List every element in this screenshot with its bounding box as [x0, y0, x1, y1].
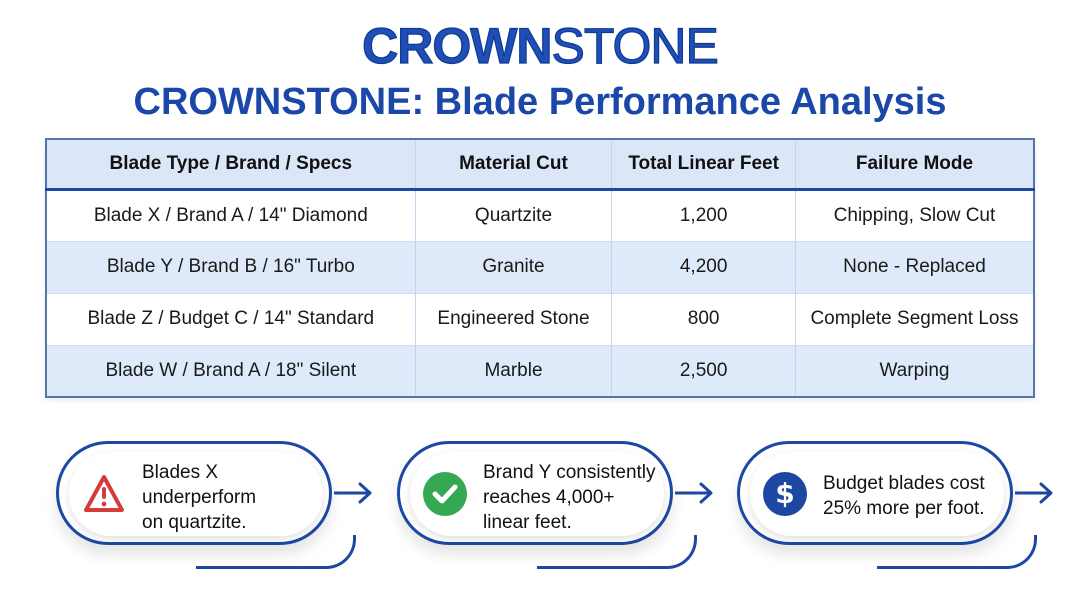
- column-header-blade: Blade Type / Brand / Specs: [46, 139, 416, 191]
- arrow-right-icon: [1015, 482, 1053, 504]
- blade-performance-table: Blade Type / Brand / Specs Material Cut …: [45, 138, 1035, 398]
- cell-blade: Blade Y / Brand B / 16" Turbo: [46, 240, 416, 293]
- arrow-right-icon: [675, 482, 713, 504]
- check-circle-icon: [423, 472, 467, 516]
- cell-material: Marble: [414, 344, 612, 397]
- cell-feet: 4,200: [611, 240, 796, 293]
- cell-feet: 1,200: [611, 188, 796, 241]
- table-row: Blade X / Brand A / 14" Diamond Quartzit…: [46, 188, 1034, 241]
- dollar-circle-icon: $: [763, 472, 807, 516]
- cell-failure: Warping: [794, 344, 1034, 397]
- logo-stone: STONE: [551, 17, 720, 74]
- cell-failure: Complete Segment Loss: [794, 292, 1034, 345]
- cell-blade: Blade Z / Budget C / 14" Standard: [46, 292, 416, 345]
- table-row: Blade Z / Budget C / 14" Standard Engine…: [46, 292, 1034, 345]
- table-header-row: Blade Type / Brand / Specs Material Cut …: [46, 139, 1034, 191]
- column-header-material: Material Cut: [414, 139, 612, 191]
- table-row: Blade W / Brand A / 18" Silent Marble 2,…: [46, 344, 1034, 397]
- insight-text: Blades X underperform on quartzite.: [142, 462, 257, 533]
- cell-material: Engineered Stone: [414, 292, 612, 345]
- cell-feet: 2,500: [611, 344, 796, 397]
- cell-blade: Blade X / Brand A / 14" Diamond: [46, 188, 416, 241]
- cell-failure: None - Replaced: [794, 240, 1034, 293]
- column-header-failure: Failure Mode: [794, 139, 1034, 191]
- cell-material: Quartzite: [414, 188, 612, 241]
- warning-triangle-icon: [84, 475, 124, 512]
- cell-feet: 800: [611, 292, 796, 345]
- table-row: Blade Y / Brand B / 16" Turbo Granite 4,…: [46, 240, 1034, 293]
- crownstone-logo: CROWNSTONE: [0, 17, 1080, 74]
- cell-failure: Chipping, Slow Cut: [794, 188, 1034, 241]
- arrow-right-icon: [334, 482, 372, 504]
- cell-blade: Blade W / Brand A / 18" Silent: [46, 344, 416, 397]
- insight-text: Brand Y consistently reaches 4,000+ line…: [483, 462, 656, 533]
- cell-material: Granite: [414, 240, 612, 293]
- column-header-feet: Total Linear Feet: [611, 139, 796, 191]
- page-title: CROWNSTONE: Blade Performance Analysis: [133, 81, 947, 123]
- insight-text: Budget blades cost 25% more per foot.: [823, 473, 985, 519]
- svg-text:$: $: [775, 477, 794, 510]
- logo-crown: CROWN: [362, 17, 554, 74]
